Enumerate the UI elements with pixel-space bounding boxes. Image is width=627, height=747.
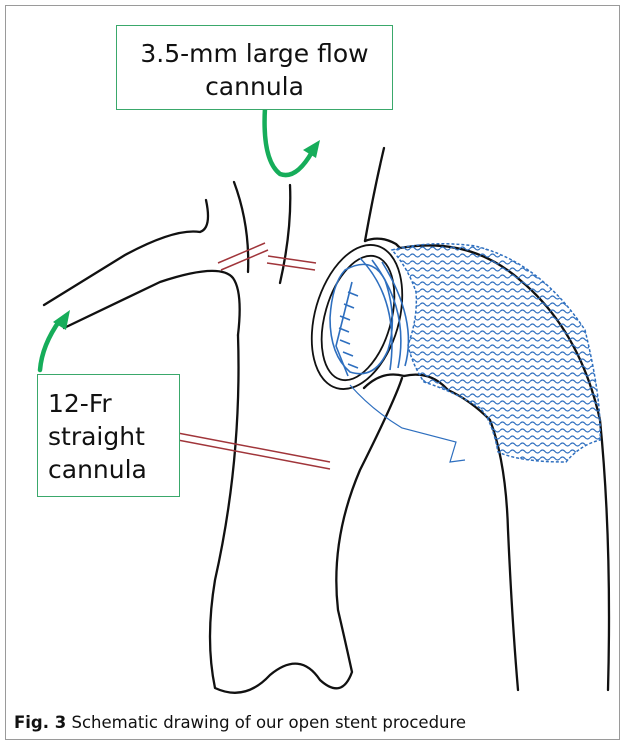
clamp-brachiocephalic (267, 256, 316, 270)
label-top-line-1: 3.5-mm large flow (117, 37, 392, 70)
clamp-right-subclavian (218, 243, 268, 270)
stent-sutures (339, 292, 358, 368)
caption-text: Schematic drawing of our open stent proc… (66, 713, 466, 732)
clamp-ascending (162, 430, 330, 469)
right-subclavian-upper (44, 200, 208, 305)
clamps (162, 243, 330, 469)
right-subclavian-lower (64, 271, 240, 335)
brachiocephalic-right (280, 185, 290, 283)
ascending-aorta-right (210, 335, 402, 693)
arrows (40, 108, 312, 370)
graft-branch-line (350, 385, 465, 462)
brachiocephalic-left (234, 182, 248, 272)
arrow-left (40, 320, 60, 370)
label-left-line-1: 12-Fr (48, 387, 179, 420)
label-left-line-2: straight (48, 420, 179, 453)
label-top-line-2: cannula (117, 70, 392, 103)
figure-number: Fig. 3 (14, 713, 66, 732)
left-carotid-left (365, 148, 384, 241)
arrow-top (265, 108, 312, 175)
figure-caption: Fig. 3 Schematic drawing of our open ste… (14, 709, 614, 737)
label-large-flow-cannula: 3.5-mm large flow cannula (116, 25, 393, 110)
stent-wave-region (392, 244, 600, 462)
label-straight-cannula: 12-Fr straight cannula (37, 374, 180, 497)
label-left-line-3: cannula (48, 453, 179, 486)
